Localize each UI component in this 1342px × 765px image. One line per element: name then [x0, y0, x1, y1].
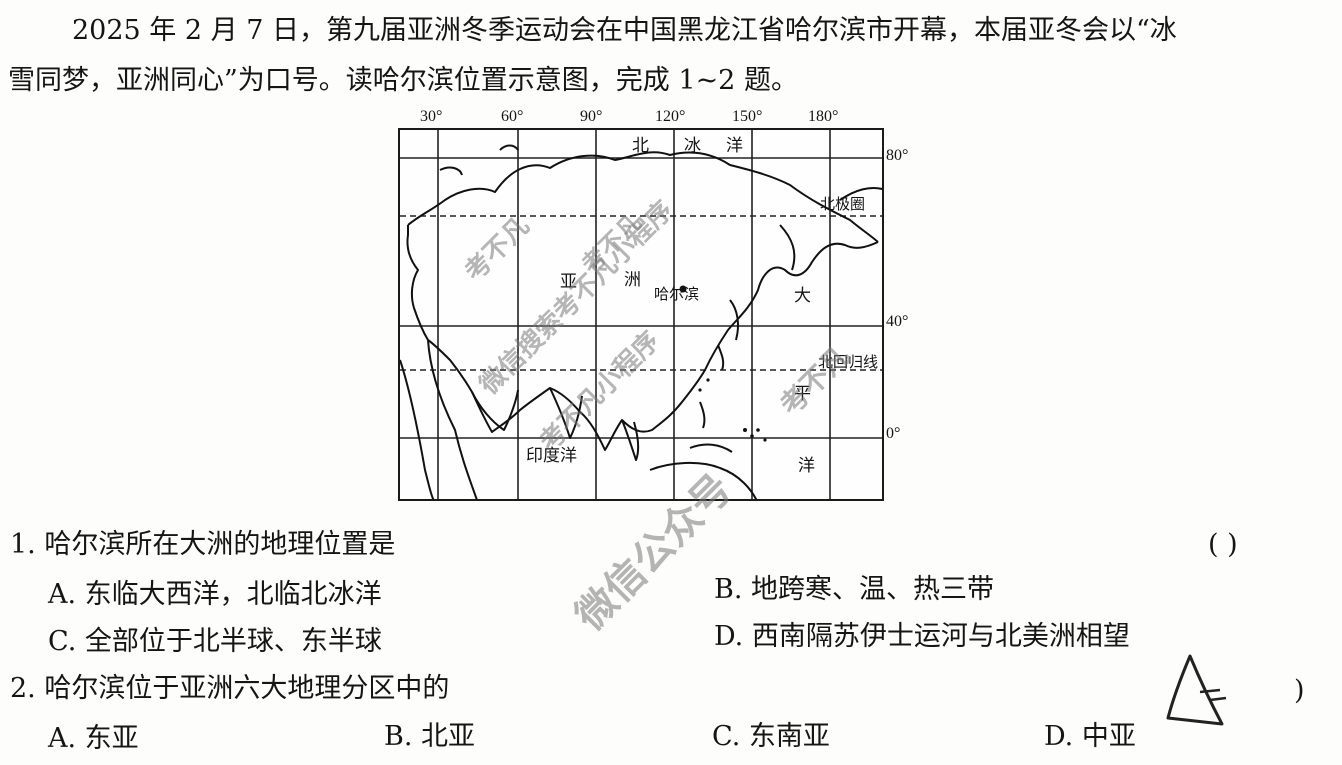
label-asia-2: 洲	[624, 270, 641, 290]
lon-label-90: 90°	[580, 108, 603, 125]
question-1-answer-bracket: ( )	[1208, 529, 1238, 560]
label-arctic-ocean-3: 洋	[726, 136, 743, 156]
handwritten-answer-mark	[1166, 654, 1227, 726]
label-indian-ocean: 印度洋	[526, 446, 577, 466]
lon-label-120: 120°	[655, 108, 686, 125]
question-1-option-c[interactable]: C. 全部位于北半球、东半球	[48, 626, 382, 657]
lon-label-60: 60°	[501, 108, 524, 125]
lon-label-180: 180°	[808, 108, 839, 125]
question-2-answer-bracket: )	[1294, 675, 1305, 706]
lon-label-30: 30°	[420, 108, 443, 125]
label-pacific-1: 大	[794, 286, 811, 306]
question-1-stem: 1. 哈尔滨所在大洲的地理位置是	[10, 529, 396, 560]
question-2-stem: 2. 哈尔滨位于亚洲六大地理分区中的	[10, 673, 450, 704]
label-asia-1: 亚	[560, 272, 577, 292]
label-tropic-of-cancer: 北回归线	[818, 353, 879, 371]
lon-label-150: 150°	[732, 108, 763, 125]
map-grid	[400, 130, 882, 499]
lat-label-80: 80°	[886, 147, 909, 164]
question-1-option-d[interactable]: D. 西南隔苏伊士运河与北美洲相望	[714, 621, 1130, 652]
coastline	[400, 144, 882, 499]
label-pacific-3: 洋	[798, 456, 815, 476]
question-2-option-c[interactable]: C. 东南亚	[712, 721, 830, 752]
label-arctic-circle: 北极圈	[820, 195, 866, 213]
question-2-option-d[interactable]: D. 中亚	[1044, 721, 1136, 752]
label-arctic-ocean-1: 北	[632, 136, 649, 156]
question-2-option-a[interactable]: A. 东亚	[48, 723, 139, 754]
intro-line-1: 2025 年 2 月 7 日，第九届亚洲冬季运动会在中国黑龙江省哈尔滨市开幕，本…	[72, 15, 1177, 46]
lat-label-0: 0°	[886, 425, 901, 442]
harbin-marker	[679, 285, 687, 293]
question-1-option-b[interactable]: B. 地跨寒、温、热三带	[714, 574, 995, 605]
map-graphic	[400, 130, 882, 499]
intro-line-2: 雪同梦，亚洲同心”为口号。读哈尔滨位置示意图，完成 1~2 题。	[8, 65, 798, 96]
lat-label-40: 40°	[886, 313, 909, 330]
question-2-option-b[interactable]: B. 北亚	[384, 721, 476, 752]
label-harbin: 哈尔滨	[654, 285, 700, 303]
label-arctic-ocean-2: 冰	[684, 136, 701, 156]
label-pacific-2: 平	[794, 384, 811, 404]
harbin-location-map: 北 冰 洋 北极圈 亚 洲 哈尔滨 大 平 洋 北回归线 印度洋	[398, 128, 884, 501]
question-1-option-a[interactable]: A. 东临大西洋，北临北冰洋	[48, 579, 382, 610]
